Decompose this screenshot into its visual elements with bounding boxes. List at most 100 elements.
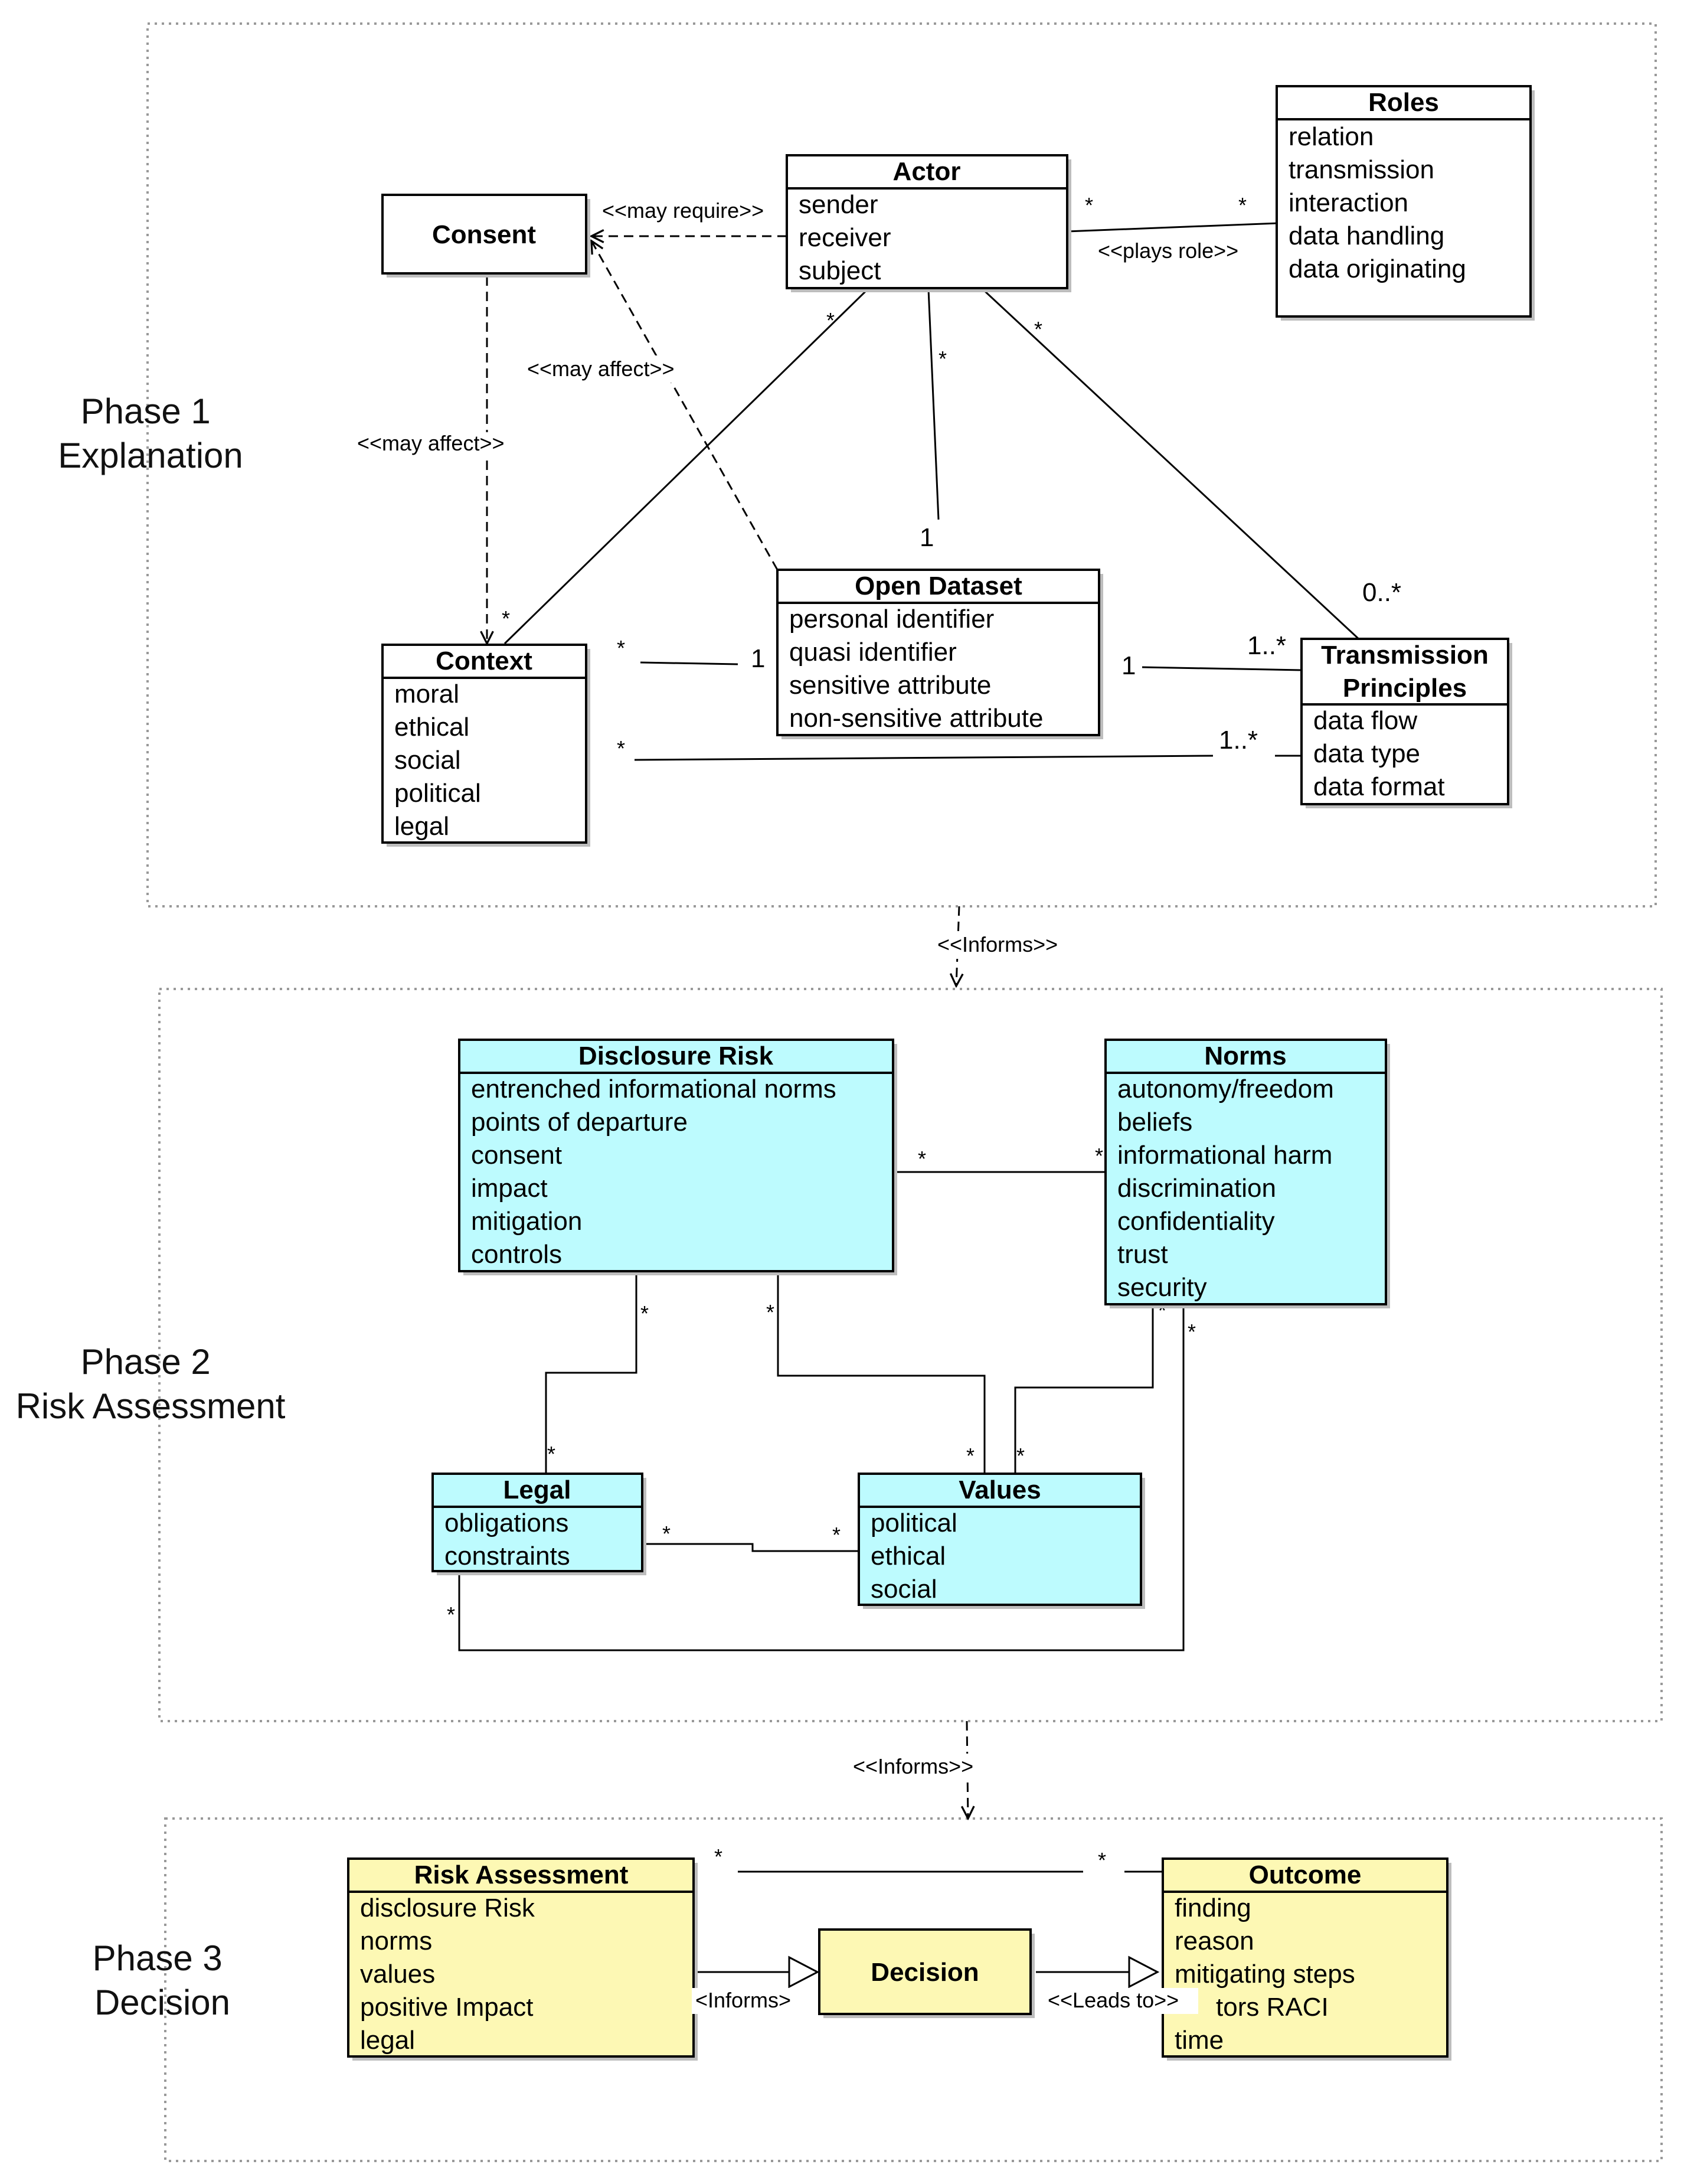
actor-roles-association [1067,222,1278,233]
may-affect-dataset-label: <<may affect>> [527,357,675,381]
actor-attr: subject [799,256,881,285]
disclosure-risk-attr: entrenched informational norms [471,1075,836,1104]
norms-attr: autonomy/freedom [1117,1075,1334,1104]
open-dataset-attr: personal identifier [789,605,994,634]
may-affect-context-label: <<may affect>> [357,431,505,455]
plays-role-label: <<plays role>> [1098,239,1238,263]
norms-class: Norms autonomy/freedom beliefs informati… [1104,1039,1390,1308]
mult-risk-outcome-a: * [714,1845,722,1869]
transmission-principles-box [1300,638,1509,805]
mult-actor-roles-a: * [1085,193,1093,217]
actor-context-association [503,288,869,645]
informs-1-label: <<Informs>> [937,932,1058,956]
actor-attr: sender [799,190,878,219]
roles-attr: interaction [1289,188,1408,217]
disclosure-risk-attr: points of departure [471,1108,688,1137]
mult-actor-dataset-a: * [939,347,947,371]
risk-assessment-attr: values [360,1960,435,1989]
mult-context-transmission-b: 1..* [1219,726,1258,755]
risk-assessment-attr: disclosure Risk [360,1894,535,1922]
informs-3-label-bg [692,1988,816,2014]
mult-actor-transmission-b: 0..* [1362,578,1401,607]
norms-attr: security [1117,1273,1207,1302]
transmission-principles-title-line2: Principles [1343,674,1467,703]
norms-attr: confidentiality [1117,1207,1275,1236]
legal-box [431,1473,643,1572]
informs-2-label: <<Informs>> [853,1754,973,1778]
context-attr: social [394,746,461,775]
phase2-frame [158,988,1663,1722]
mult-norms-values-b: * [1016,1444,1025,1468]
transmission-principles-attr: data type [1313,739,1420,768]
legal-attr: obligations [444,1509,568,1537]
disclosure-risk-attr: mitigation [471,1207,582,1236]
actor-title: Actor [893,157,961,186]
roles-attr: data originating [1289,254,1466,283]
norms-values-association [1014,1305,1154,1473]
disclosure-risk-class: Disclosure Risk entrenched informational… [458,1039,897,1275]
legal-attr: constraints [444,1542,570,1571]
disclosure-risk-title: Disclosure Risk [578,1042,774,1070]
context-transmission-association [634,755,1214,761]
mult-disclosure-norms-a: * [918,1147,926,1171]
risk-assessment-attr: positive Impact [360,1993,533,2022]
norms-attr: discrimination [1117,1174,1276,1203]
dataset-transmission-association [1142,666,1302,671]
mult-actor-context-b: * [502,606,510,631]
risk-assessment-attr: norms [360,1927,432,1956]
may-affect-dataset-label-bg [525,355,694,383]
phase3-label-line2: Decision [94,1983,230,2022]
mult-context-transmission-a: * [617,736,625,760]
outcome-attr: finding [1175,1894,1251,1922]
decision-box [818,1928,1032,2015]
norms-title: Norms [1204,1042,1286,1070]
values-attr: ethical [871,1542,946,1571]
may-affect-context-label-bg [355,432,524,459]
mult-context-dataset-b: 1 [751,644,765,673]
decision-class: Decision [818,1928,1035,2018]
phase3-frame [164,1817,1663,2162]
actor-dataset-association [927,289,940,520]
mult-legal-values-a: * [662,1522,671,1546]
transmission-principles-attr: data flow [1313,706,1417,735]
outcome-attr: reason [1175,1927,1254,1956]
mult-disclosure-values-b: * [966,1444,975,1468]
roles-box [1276,85,1532,318]
consent-title: Consent [432,220,536,249]
transmission-principles-title-line1: Transmission [1321,641,1489,670]
phase2-label-line1: Phase 2 [81,1342,211,1382]
mult-risk-outcome-b: * [1098,1848,1106,1872]
mult-context-dataset-a: * [617,636,625,660]
outcome-attr: mitigating steps [1175,1960,1355,1989]
context-class: Context moral ethical social political l… [381,644,590,847]
disclosure-values-association [777,1271,986,1473]
context-dataset-association [640,661,738,665]
values-attr: political [871,1509,957,1537]
mult-norms-legal-a: * [1188,1320,1196,1344]
values-attr: social [871,1575,937,1604]
open-dataset-attr: sensitive attribute [789,671,991,700]
context-attr: legal [394,812,449,841]
open-dataset-attr: non-sensitive attribute [789,704,1043,733]
mult-norms-legal-b: * [447,1602,455,1627]
roles-title: Roles [1368,88,1439,117]
may-require-label-bg [599,197,785,224]
mult-actor-dataset-b: 1 [920,523,934,552]
open-dataset-class: Open Dataset personal identifier quasi i… [776,569,1103,739]
risk-assessment-title: Risk Assessment [414,1860,629,1889]
decision-outcome-generalization-head [1128,1956,1160,1989]
disclosure-risk-box [458,1039,894,1272]
roles-attr: transmission [1289,155,1434,184]
risk-assessment-attr: legal [360,2026,415,2055]
norms-legal-association [458,1305,1185,1651]
consent-box [381,194,587,275]
norms-box [1104,1039,1387,1305]
phase2-label: Phase 2 Risk Assessment [16,1342,286,1426]
context-attr: moral [394,680,459,709]
legal-class: Legal obligations constraints [431,1473,646,1575]
phase3-label: Phase 3 Decision [93,1938,233,2022]
mult-disclosure-norms-b: * [1095,1144,1103,1168]
phase3-label-line1: Phase 3 [93,1938,223,1978]
mult-legal-values-b: * [832,1523,841,1547]
outcome-attr: time [1175,2026,1224,2055]
